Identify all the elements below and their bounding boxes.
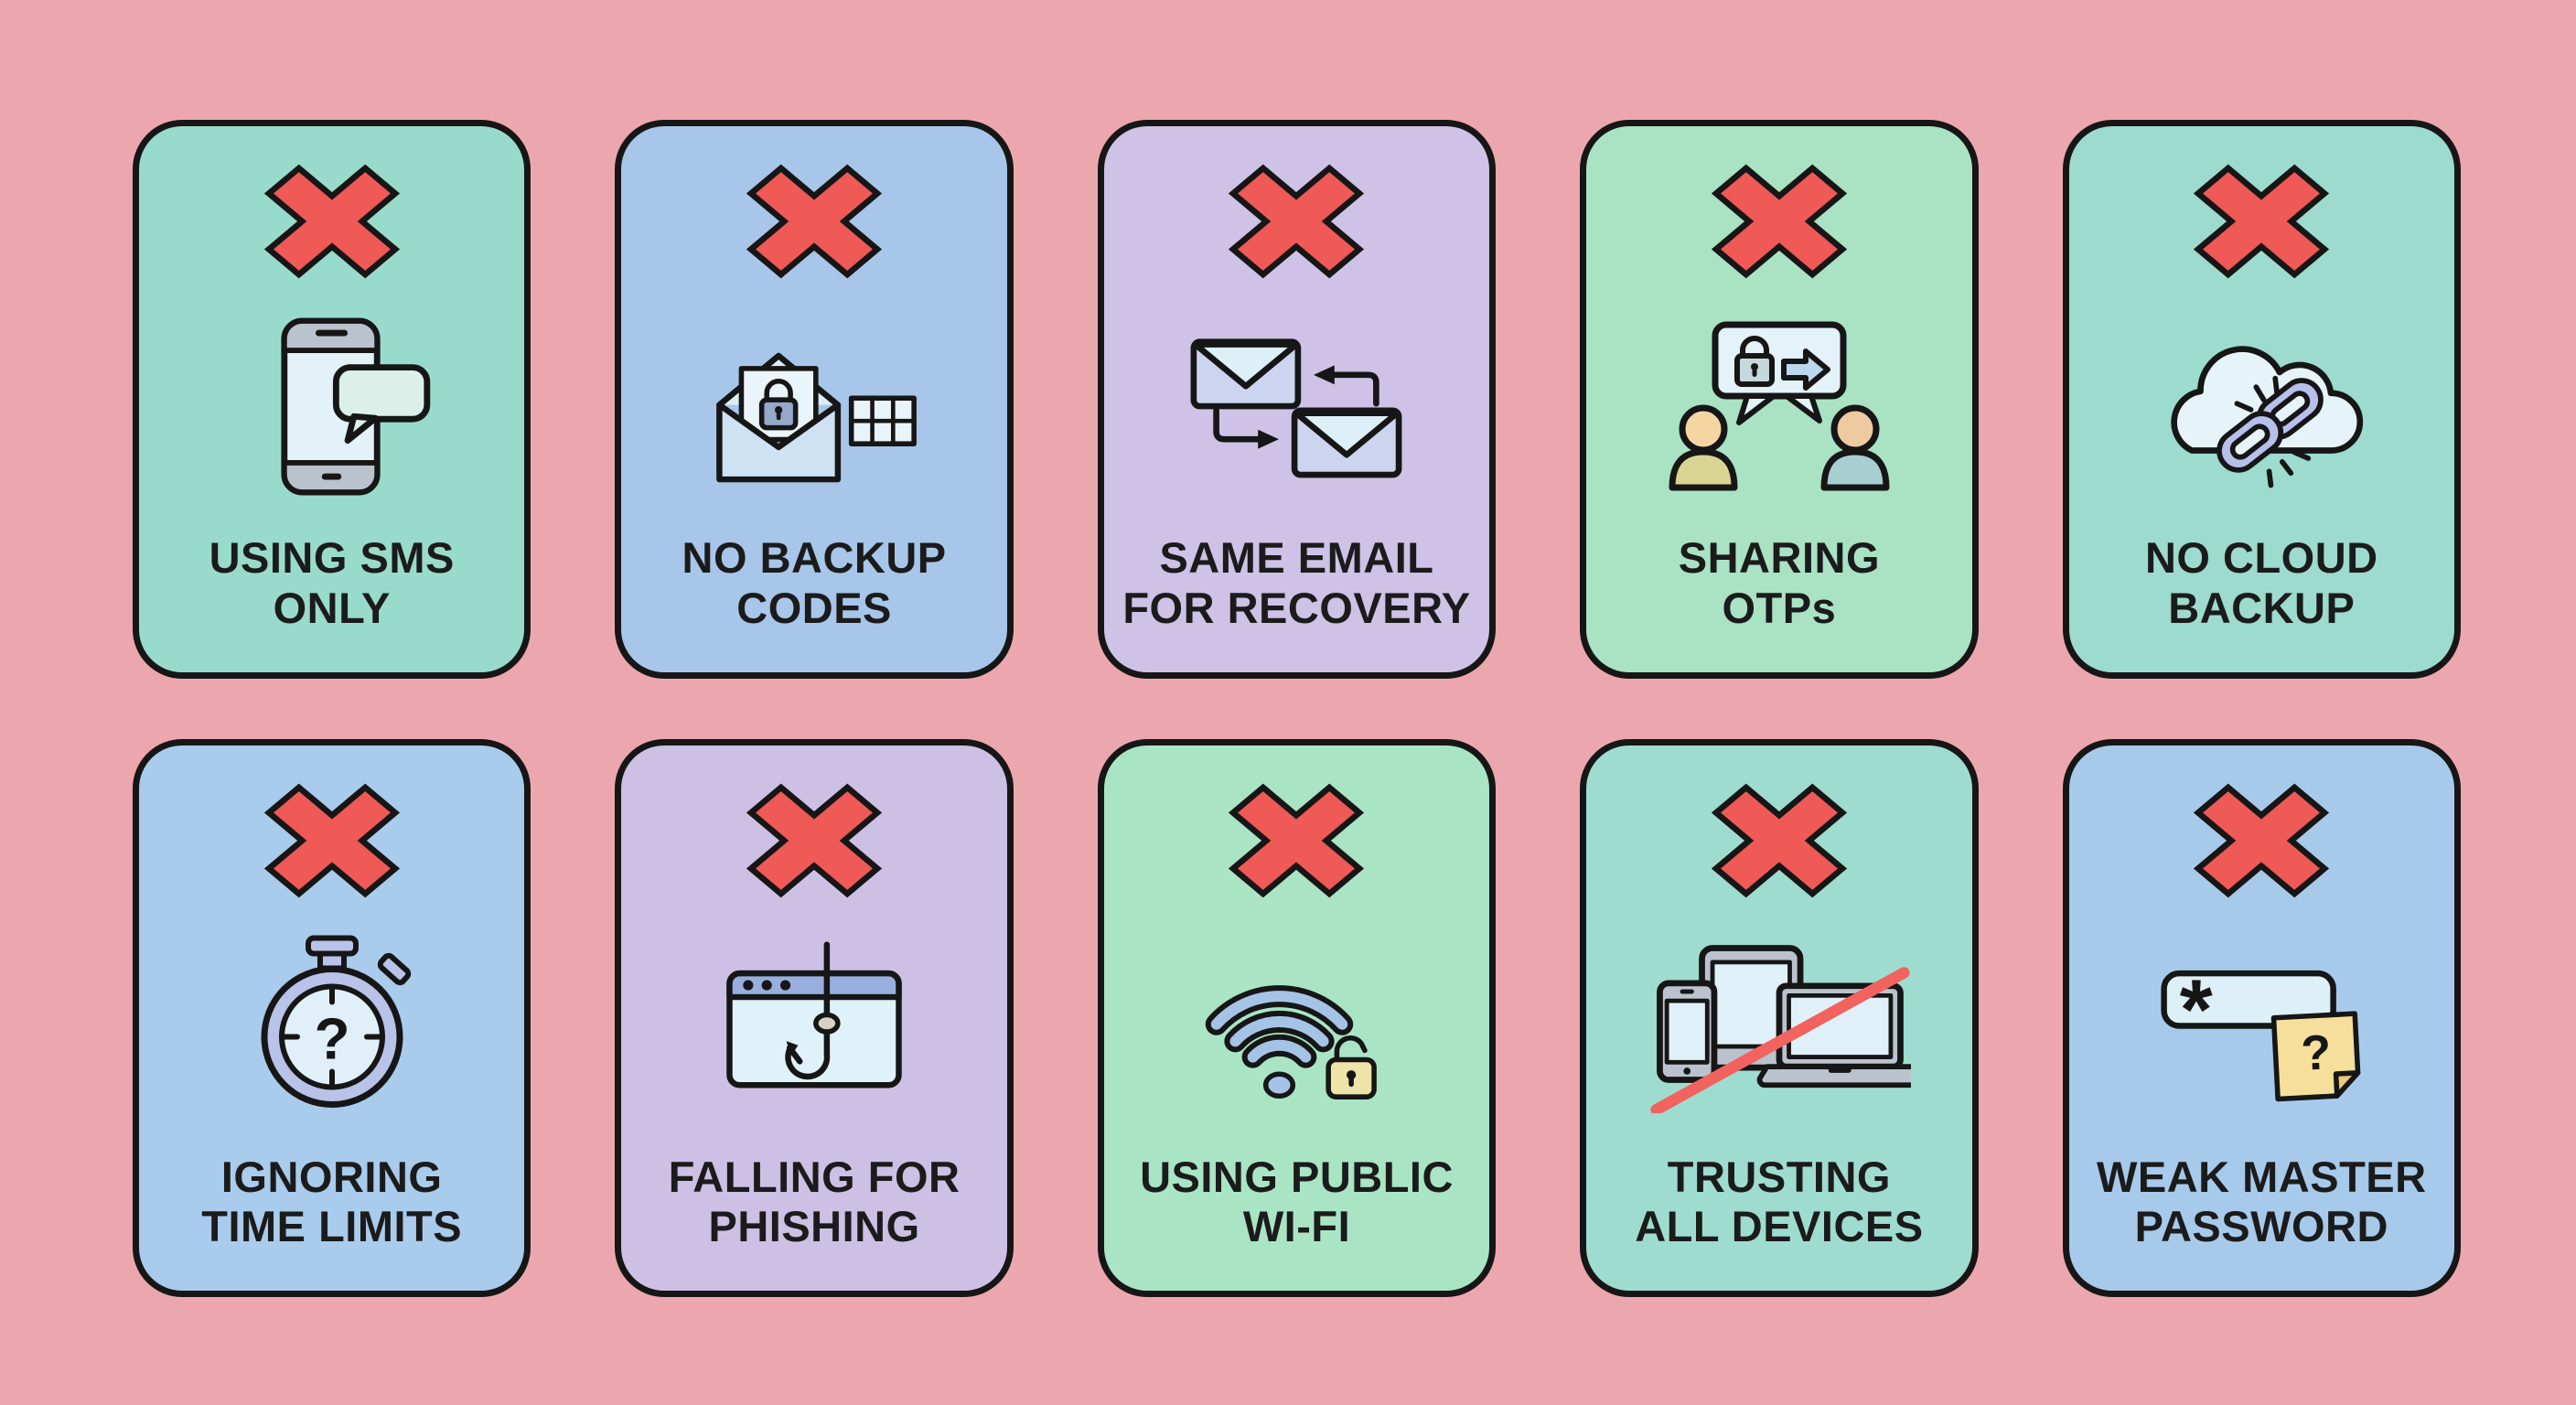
x-mark-icon bbox=[1710, 163, 1849, 280]
card-ignoring-time-limits: ? IGNORING TIME LIMITS bbox=[133, 738, 531, 1297]
svg-text:?: ? bbox=[2300, 1024, 2333, 1081]
card-weak-master-password: * ? WEAK MASTER PASSWORD bbox=[2062, 738, 2461, 1297]
card-using-sms-only: USING SMS ONLY bbox=[133, 120, 531, 679]
card-label: USING PUBLIC WI-FI bbox=[1140, 1152, 1454, 1251]
email-swap-icon bbox=[1119, 280, 1475, 533]
browser-phishing-hook-icon bbox=[636, 899, 992, 1153]
card-no-cloud-backup: NO CLOUD BACKUP bbox=[2062, 120, 2461, 679]
public-wifi-unlocked-icon bbox=[1119, 899, 1475, 1153]
locked-email-and-codes-grid-icon bbox=[636, 280, 992, 533]
card-no-backup-codes: NO BACKUP CODES bbox=[615, 120, 1014, 679]
card-label: NO CLOUD BACKUP bbox=[2144, 533, 2378, 632]
card-label: IGNORING TIME LIMITS bbox=[201, 1152, 463, 1251]
card-sharing-otps: SHARING OTPs bbox=[1580, 120, 1979, 679]
card-label: USING SMS ONLY bbox=[209, 533, 455, 632]
x-mark-icon bbox=[1710, 782, 1849, 899]
x-mark-icon bbox=[2192, 782, 2331, 899]
x-mark-icon bbox=[2192, 163, 2331, 280]
cards-grid: USING SMS ONLY bbox=[133, 120, 2461, 1297]
card-trusting-all-devices: TRUSTING ALL DEVICES bbox=[1580, 738, 1979, 1297]
x-mark-icon bbox=[263, 163, 402, 280]
x-mark-icon bbox=[1227, 163, 1366, 280]
password-sticky-note-icon: * ? bbox=[2084, 899, 2440, 1153]
card-label: NO BACKUP CODES bbox=[682, 533, 947, 632]
x-mark-icon bbox=[263, 782, 402, 899]
svg-text:?: ? bbox=[314, 1005, 349, 1071]
card-label: WEAK MASTER PASSWORD bbox=[2096, 1152, 2427, 1251]
card-using-public-wifi: USING PUBLIC WI-FI bbox=[1097, 738, 1497, 1297]
card-falling-for-phishing: FALLING FOR PHISHING bbox=[615, 738, 1014, 1297]
x-mark-icon bbox=[745, 163, 884, 280]
x-mark-icon bbox=[745, 782, 884, 899]
card-same-email-for-recovery: SAME EMAIL FOR RECOVERY bbox=[1097, 120, 1497, 679]
cloud-broken-link-icon bbox=[2084, 280, 2440, 533]
x-mark-icon bbox=[1227, 782, 1366, 899]
devices-slash-icon bbox=[1601, 899, 1957, 1153]
card-label: SHARING OTPs bbox=[1678, 533, 1880, 632]
card-label: SAME EMAIL FOR RECOVERY bbox=[1122, 533, 1471, 632]
sms-phone-icon bbox=[154, 280, 510, 533]
card-label: TRUSTING ALL DEVICES bbox=[1635, 1152, 1924, 1251]
stopwatch-question-icon: ? bbox=[154, 899, 510, 1153]
people-sharing-otp-icon bbox=[1601, 280, 1957, 533]
card-label: FALLING FOR PHISHING bbox=[668, 1152, 961, 1251]
svg-text:*: * bbox=[2180, 961, 2213, 1056]
